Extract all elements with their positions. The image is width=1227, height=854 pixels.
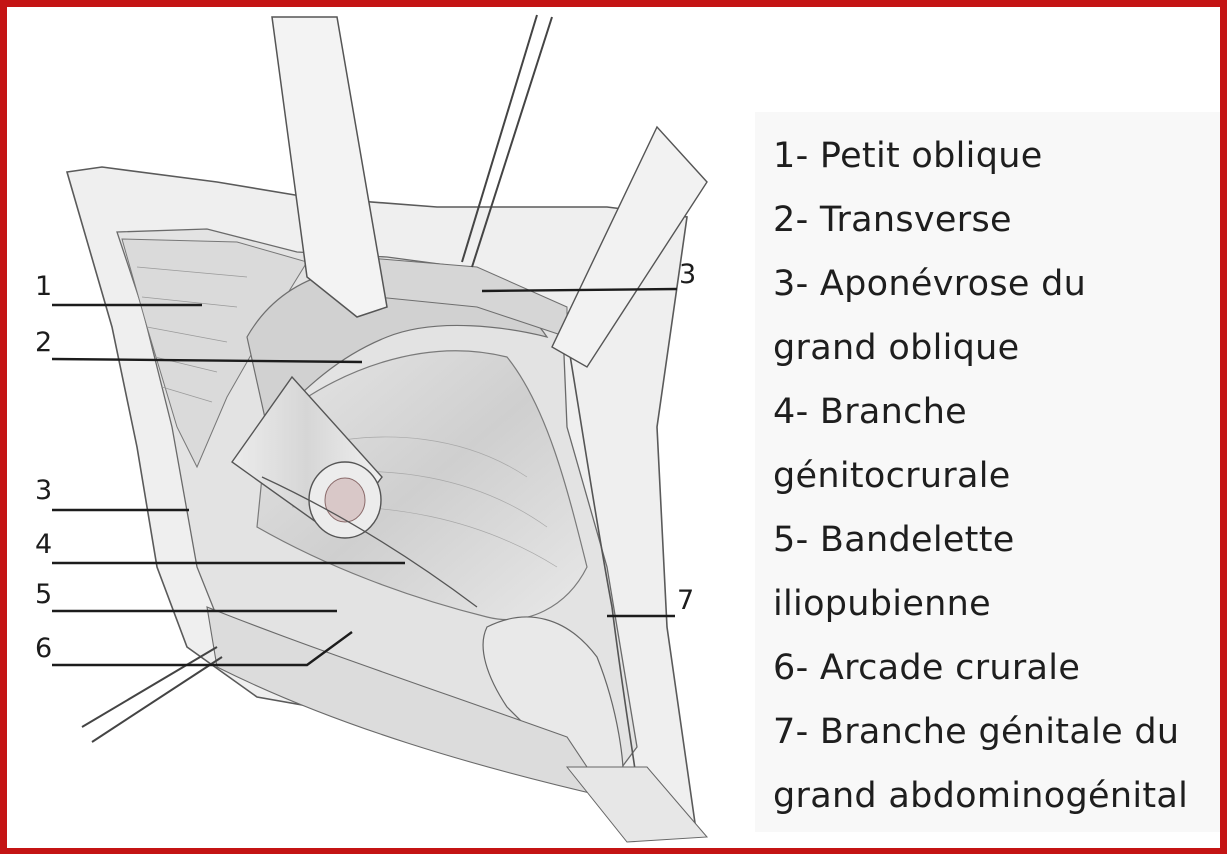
callout-2: 2 [35,329,52,357]
callout-3-left: 3 [35,477,52,505]
legend-item-5-cont: iliopubienne [773,583,991,625]
legend-item-2: 2- Transverse [773,199,1012,241]
legend-item-7-cont: grand abdominogénital [773,775,1188,817]
legend-item-4-cont: génitocrurale [773,455,1011,497]
legend-item-7: 7- Branche génitale du [773,711,1179,753]
callout-3-top: 3 [679,261,696,289]
callout-4: 4 [35,531,52,559]
callout-1: 1 [35,273,52,301]
callout-6: 6 [35,635,52,663]
legend-item-4: 4- Branche [773,391,967,433]
legend: 1- Petit oblique 2- Transverse 3- Aponév… [765,127,1225,827]
lower-left-forceps [82,647,222,742]
legend-item-5: 5- Bandelette [773,519,1015,561]
legend-item-3: 3- Aponévrose du [773,263,1086,305]
legend-item-3-cont: grand oblique [773,327,1020,369]
callout-7: 7 [677,587,694,615]
callout-5: 5 [35,581,52,609]
legend-item-1: 1- Petit oblique [773,135,1043,177]
legend-item-6: 6- Arcade crurale [773,647,1080,689]
